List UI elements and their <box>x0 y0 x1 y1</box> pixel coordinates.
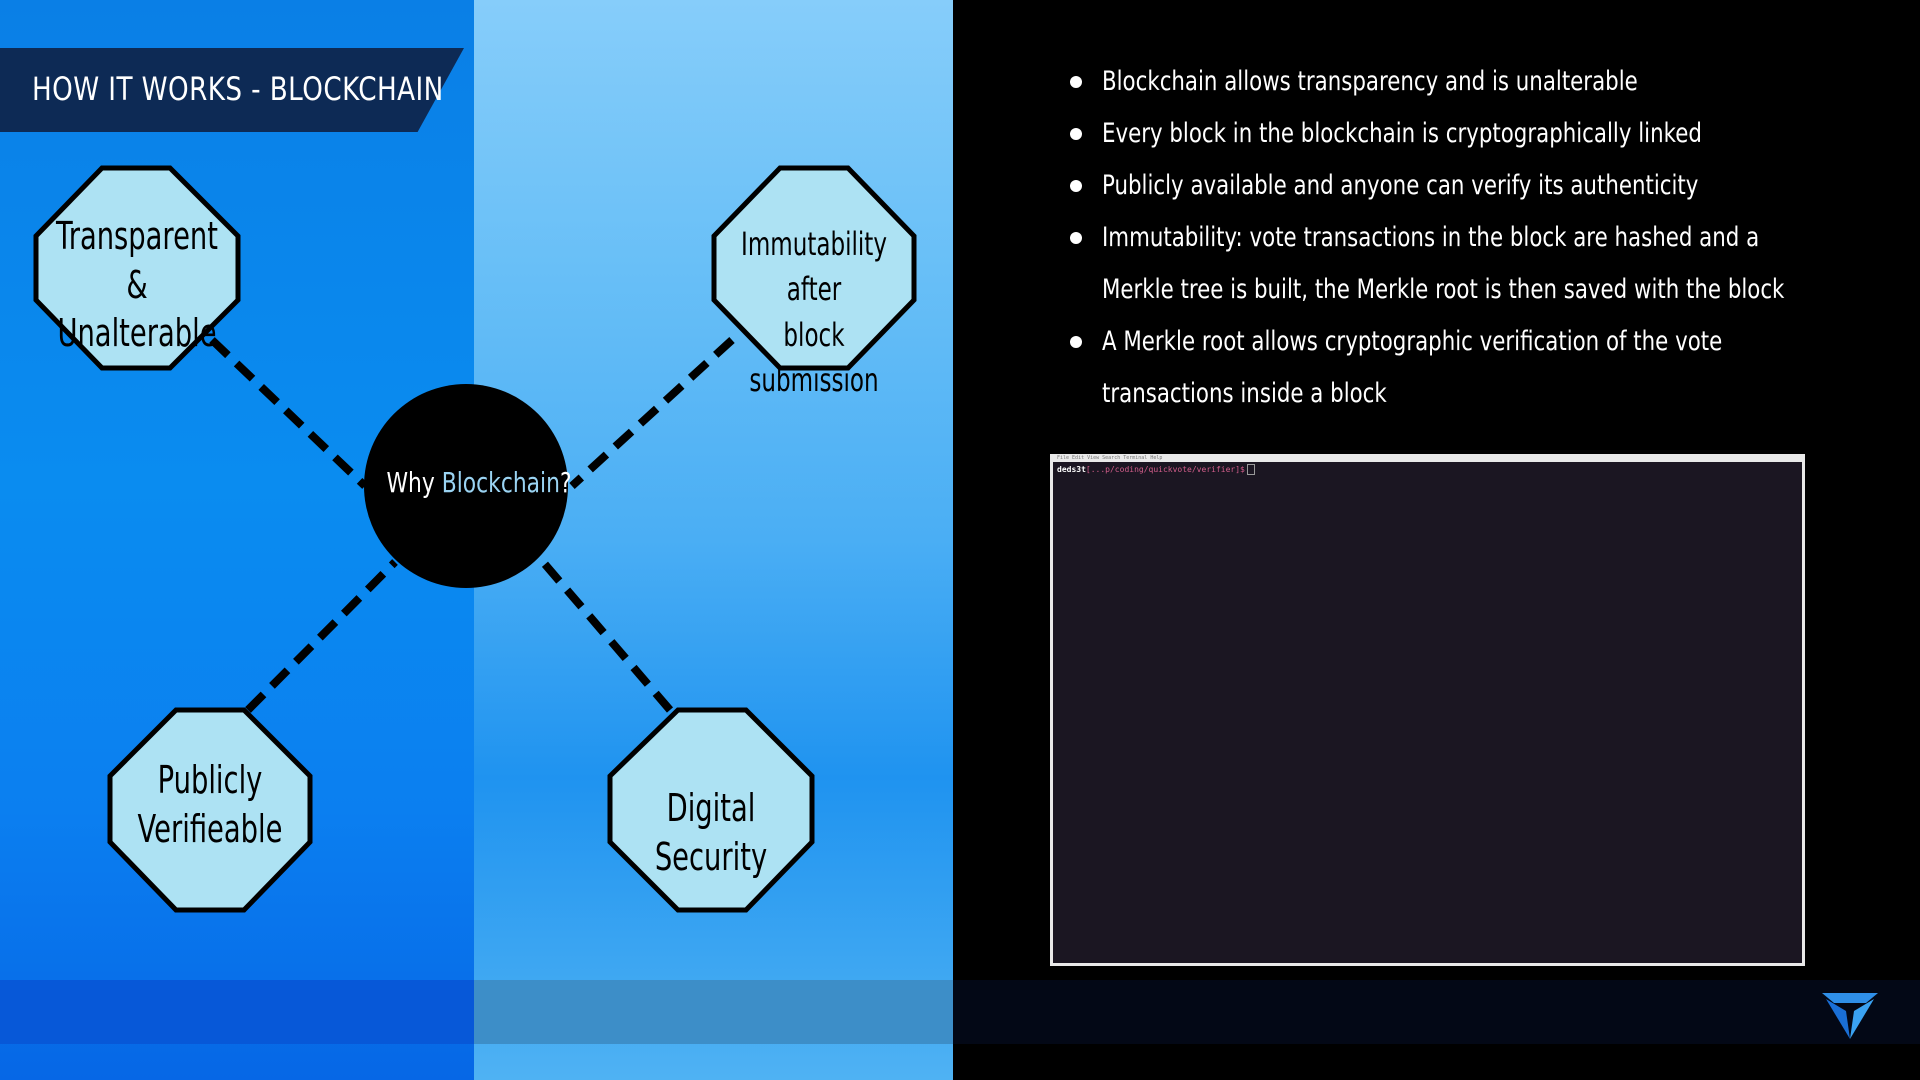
bullet-item: Immutability: vote transactions in the b… <box>1070 212 1830 264</box>
bullet-continuation: transactions inside a block <box>1102 378 1387 409</box>
bullet-item: Blockchain allows transparency and is un… <box>1070 56 1830 108</box>
bullet-continuation: Merkle tree is built, the Merkle root is… <box>1102 274 1785 305</box>
node-publicly-label: Publicly Verifieable <box>137 758 283 851</box>
why-blockchain-diagram <box>33 165 917 913</box>
octagon-immutability <box>711 165 917 371</box>
node-digital-security-label: Digital Security <box>654 786 768 879</box>
terminal-menu-bar[interactable]: File Edit View Search Terminal Help <box>1057 455 1163 461</box>
octagon-digital-security <box>607 707 815 913</box>
node-transparent-label: Transparent & Unalterable <box>56 214 218 356</box>
node-immutability-label: Immutability after block submission <box>741 225 887 400</box>
bullet-list: Blockchain allows transparency and is un… <box>1070 56 1830 420</box>
bullet-item: Every block in the blockchain is cryptog… <box>1070 108 1830 160</box>
connector-top-left <box>209 337 368 489</box>
cursor-icon <box>1246 464 1255 475</box>
bottom-band <box>0 980 1920 1044</box>
octagon-transparent <box>33 165 241 371</box>
title-banner <box>0 48 464 132</box>
connector-bottom-right <box>539 559 674 713</box>
bullet-item: A Merkle root allows cryptographic verif… <box>1070 316 1830 368</box>
octagon-publicly <box>107 707 313 913</box>
terminal-window[interactable]: File Edit View Search Terminal Help deds… <box>1050 454 1805 966</box>
bullet-item: Publicly available and anyone can verify… <box>1070 160 1830 212</box>
terminal-prompt: deds3t[...p/coding/quickvote/verifier]$ <box>1057 464 1255 475</box>
center-circle <box>364 384 568 588</box>
v-shield-logo-icon <box>1822 993 1878 1039</box>
connector-top-right <box>569 337 735 489</box>
connector-bottom-left <box>245 559 398 713</box>
center-label: Why Blockchain? <box>386 466 572 499</box>
